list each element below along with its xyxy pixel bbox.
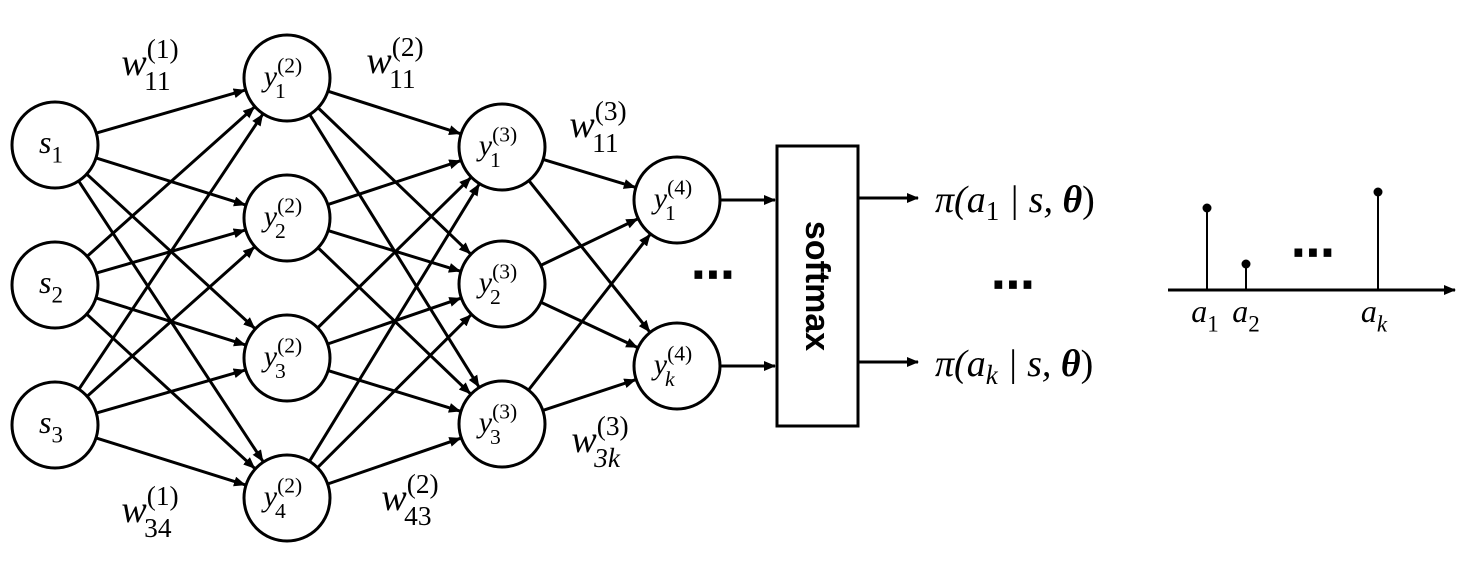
node-layer3-1: y(3)1 xyxy=(457,102,547,192)
node-layer2-1: y(2)1 xyxy=(242,33,332,123)
edge-y2-4-y3-3 xyxy=(327,436,462,486)
node-circle xyxy=(457,239,547,329)
weight-w3k_3: w(3)3k xyxy=(571,411,628,473)
node-circle xyxy=(457,102,547,192)
edge-s1-y2-1 xyxy=(95,88,246,135)
node-circle xyxy=(632,321,722,411)
node-layer2-2: y(2)2 xyxy=(242,173,332,263)
edge-y3-3-y4-2 xyxy=(542,378,637,412)
edge-s3-y2-1 xyxy=(77,113,264,391)
action-distribution-plot: ⋯ a1 a2 ak xyxy=(1168,187,1456,337)
node-label-layer3-1: y(3)1 xyxy=(476,123,518,173)
weight-w34_1: w(1)34 xyxy=(121,481,178,543)
output-ellipsis: ⋯ xyxy=(991,261,1035,310)
node-label-inputs-2: s2 xyxy=(39,264,63,308)
node-circle xyxy=(242,453,332,543)
edge-y3-1-y4-1 xyxy=(542,158,636,189)
node-circle xyxy=(10,240,100,330)
edge-y3-2-y4-1 xyxy=(540,217,639,267)
edge-y2-2-y3-1 xyxy=(327,159,462,206)
node-label-layer4-1: y(4)1 xyxy=(651,176,693,226)
softmax-box xyxy=(775,144,860,428)
action-stem-dot-3 xyxy=(1373,187,1383,197)
edge-y2-1-y3-1 xyxy=(327,89,462,135)
network-edges xyxy=(77,88,776,487)
node-circle xyxy=(457,379,547,469)
edge-y2-4-y3-2 xyxy=(316,313,472,469)
softmax-block: softmax xyxy=(775,144,860,428)
weight-w11_2: w(2)11 xyxy=(366,32,423,94)
node-circle xyxy=(10,100,100,190)
node-label-inputs-1: s1 xyxy=(39,124,63,168)
output-label-2: π(ak | s, θ) xyxy=(935,343,1093,390)
action-label-1: a1 xyxy=(1191,293,1219,337)
edge-s3-y2-2 xyxy=(86,246,256,398)
node-label-layer2-2: y(2)2 xyxy=(261,194,303,244)
softmax-label: softmax xyxy=(798,221,836,351)
weight-labels: w(1)11 w(1)34 w(2)11 w(2)43 w(3)11 w(3)3k xyxy=(121,32,628,543)
action-ellipsis: ⋯ xyxy=(1291,229,1335,278)
edge-s3-y2-3 xyxy=(95,368,246,415)
node-label-inputs-3: s3 xyxy=(39,404,63,448)
edge-s2-y2-1 xyxy=(86,106,256,258)
output-label-1: π(a1 | s, θ) xyxy=(935,179,1095,226)
action-label-2: a2 xyxy=(1232,293,1260,337)
policy-outputs: π(a1 | s, θ) π(ak | s, θ) xyxy=(858,179,1095,390)
node-circle xyxy=(242,313,332,403)
node-inputs-1: s1 xyxy=(10,100,100,190)
edge-y2-2-y3-2 xyxy=(327,229,461,273)
action-label-3: ak xyxy=(1361,293,1388,337)
node-layer2-4: y(2)4 xyxy=(242,453,332,543)
edge-y3-1-y4-2 xyxy=(527,179,651,333)
node-label-layer2-3: y(2)3 xyxy=(261,334,303,384)
action-stem-dot-1 xyxy=(1202,203,1212,213)
edge-y3-2-y4-2 xyxy=(540,300,639,349)
edge-y2-3-y3-1 xyxy=(316,176,472,329)
node-inputs-3: s3 xyxy=(10,380,100,470)
edge-y2-4-y3-1 xyxy=(308,183,481,463)
layer4-ellipsis: ⋯ xyxy=(691,251,735,300)
node-layer4-2: y(4)k xyxy=(632,321,722,411)
node-circle xyxy=(242,33,332,123)
node-inputs-2: s2 xyxy=(10,240,100,330)
weight-w43_2: w(2)43 xyxy=(381,469,438,531)
node-label-layer3-3: y(3)3 xyxy=(476,400,518,450)
node-label-layer4-2: y(4)k xyxy=(651,342,693,392)
weight-w11_3: w(3)11 xyxy=(569,96,626,158)
edge-y2-1-y3-2 xyxy=(317,106,472,255)
node-circle xyxy=(242,173,332,263)
action-stem-dot-2 xyxy=(1241,259,1251,269)
edge-y3-3-y4-1 xyxy=(527,233,652,392)
node-circle xyxy=(10,380,100,470)
node-circle xyxy=(632,155,722,245)
node-layer3-3: y(3)3 xyxy=(457,379,547,469)
node-layer4-1: y(4)1 xyxy=(632,155,722,245)
node-layer3-2: y(3)2 xyxy=(457,239,547,329)
edge-s3-y2-4 xyxy=(95,436,246,487)
node-label-layer2-4: y(2)4 xyxy=(261,474,303,524)
node-label-layer2-1: y(2)1 xyxy=(261,54,303,104)
node-layer2-3: y(2)3 xyxy=(242,313,332,403)
network-nodes: s1 s2 s3 y(2)1 y(2)2 y(2)3 y(2)4 y(3)1 y(3)2 y(3)… xyxy=(10,33,722,543)
weight-w11_1: w(1)11 xyxy=(121,34,178,96)
node-label-layer3-2: y(3)2 xyxy=(476,260,518,310)
